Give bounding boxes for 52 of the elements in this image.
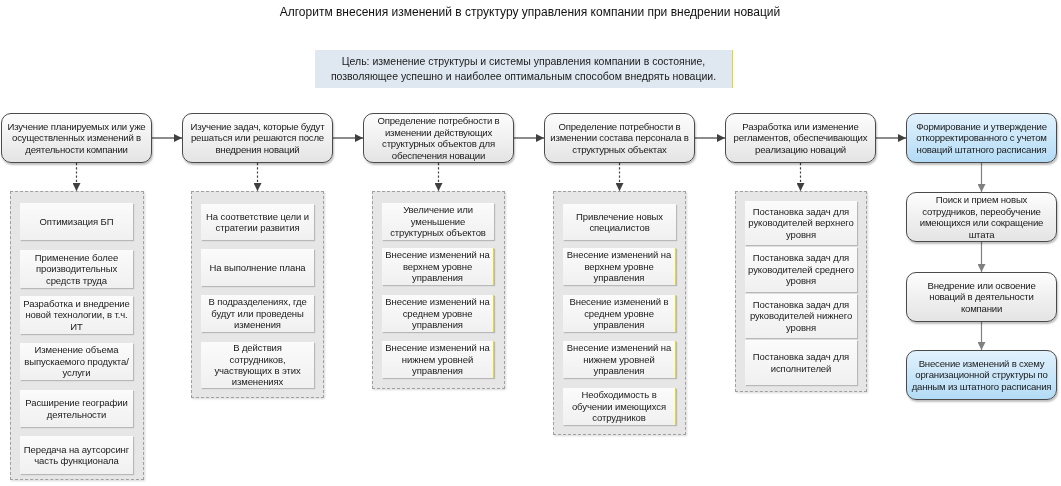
arrow — [977, 321, 986, 351]
arrow — [977, 241, 986, 273]
arrow — [151, 134, 183, 142]
group-panel — [553, 191, 686, 435]
process-box: Определение потребности в изменении действующих структурных объектов для обеспечения новации — [363, 113, 514, 163]
item-card: Внесение изменений на верхнем уровне управления — [563, 248, 676, 285]
process-box: Изучение задач, которые будут решаться или решаются после внедрения новаций — [182, 113, 333, 163]
item-card: Разработка и внедрение новой технологии, в т.ч. ИТ — [20, 296, 133, 334]
process-box: Поиск и прием новых сотрудников, переобучение имеющихся или сокращение штата — [906, 192, 1057, 242]
dashed-arrow — [615, 162, 624, 192]
item-card: Увеличение или уменьшение структурных объектов — [382, 203, 494, 240]
process-box: Внедрение или освоение новаций в деятельности компании — [906, 272, 1057, 322]
dashed-arrow — [434, 162, 443, 192]
item-card: В подразделениях, где будут или проведены изменения — [201, 295, 314, 332]
item-card: Внесение изменений на нижнем уровней управления — [563, 341, 676, 378]
group-panel — [372, 191, 505, 389]
arrow — [513, 134, 545, 142]
item-card: На соответствие цели и стратегии развития — [201, 204, 314, 240]
item-card: Постановка задач для руководителей нижнего уровня — [745, 294, 857, 338]
item-card: Постановка задач для руководителей среднего уровня — [745, 247, 857, 292]
item-card: Изменение объема выпускаемого продукта/услуги — [20, 343, 133, 380]
goal-banner: Цель: изменение структуры и системы управления компании в состояние, позволяющее успешно и наиболее оптимальным способом внедрять новации. — [315, 50, 733, 88]
item-card: Внесение изменений в среднем уровне управления — [563, 295, 676, 332]
item-card: Расширение географии деятельности — [20, 390, 133, 427]
arrow — [332, 134, 364, 142]
item-card: Применение более производительных средств труда — [20, 250, 133, 288]
item-card: Постановка задач для исполнителей — [745, 340, 857, 385]
item-card: Необходимость в обучении имеющихся сотрудников — [563, 388, 676, 425]
process-box: Определение потребности в изменении состава персонала в структурных объектах — [544, 113, 695, 163]
process-box: Внесение изменений в схему организационной структуры по данным из штатного расписания — [906, 350, 1057, 400]
item-card: Внесение изменений на нижнем уровней управления — [382, 341, 494, 378]
item-card: Передача на аутсорсинг часть функционала — [20, 436, 133, 474]
group-panel — [735, 191, 867, 392]
item-card: В действия сотрудников, участвующих в этих изменениях — [201, 342, 314, 388]
item-card: Внесение изменений на среднем уровне управления — [382, 295, 494, 332]
dashed-arrow — [796, 162, 805, 192]
group-panel — [10, 191, 144, 480]
process-box: Разработка или изменение регламентов, обеспечивающих реализацию новаций — [725, 113, 876, 163]
process-box: Изучение планируемых или уже осуществленных изменений в деятельности компании — [1, 113, 152, 163]
item-card: Внесение изменений на верхнем уровне управления — [382, 248, 494, 285]
process-box: Формирование и утверждение откорректированного с учетом новаций штатного расписания — [906, 113, 1057, 163]
arrow — [694, 134, 726, 142]
arrow — [977, 162, 986, 193]
dashed-arrow — [72, 162, 81, 192]
item-card: Оптимизация БП — [20, 203, 133, 240]
diagram-title: Алгоритм внесения изменений в структуру управления компании при внедрении новаций — [278, 5, 782, 19]
group-panel — [191, 191, 324, 398]
dashed-arrow — [253, 162, 262, 192]
item-card: Привлечение новых специалистов — [563, 204, 676, 240]
arrow — [875, 134, 907, 142]
item-card: На выполнение плана — [201, 249, 314, 286]
item-card: Постановка задач для руководителей верхнего уровня — [745, 201, 857, 245]
